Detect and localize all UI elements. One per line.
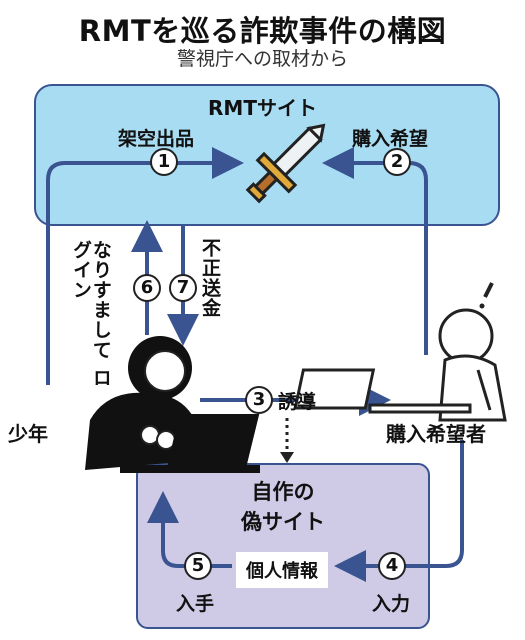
step-5-label: 入手 bbox=[176, 593, 215, 615]
step-2-label: 購入希望 bbox=[352, 128, 429, 150]
step-7-label: 不正送金 bbox=[198, 238, 221, 318]
sword-icon bbox=[245, 123, 326, 204]
arrow-step-2 bbox=[322, 147, 428, 355]
step-3-label: 誘導 bbox=[278, 391, 317, 413]
page-subtitle: 警視庁への取材から bbox=[176, 48, 348, 70]
step-4-number: 4 bbox=[378, 552, 406, 580]
fake-site-box bbox=[136, 463, 430, 629]
buyer-label: 購入希望者 bbox=[386, 422, 486, 446]
boy-label: 少年 bbox=[8, 422, 48, 446]
step-6-number: 6 bbox=[133, 274, 161, 302]
fake-site-label-line1: 自作の bbox=[251, 480, 315, 504]
step-1-number: 1 bbox=[150, 148, 178, 176]
arrow-step-1 bbox=[46, 147, 244, 385]
arrow-step-4 bbox=[334, 440, 464, 582]
step-4-label: 入力 bbox=[372, 593, 411, 615]
step-7-number: 7 bbox=[169, 274, 197, 302]
step-1-label: 架空出品 bbox=[118, 128, 195, 150]
personal-info-label: 個人情報 bbox=[236, 552, 328, 588]
step-3-number: 3 bbox=[245, 386, 273, 414]
fake-site-label-line2: 偽サイト bbox=[241, 510, 325, 534]
step-6-label: なりすまして ログイン bbox=[69, 240, 112, 388]
buyer-figure bbox=[293, 282, 507, 422]
boy-figure bbox=[85, 336, 260, 473]
page-title: RMTを巡る詐欺事件の構図 bbox=[78, 14, 447, 48]
step-2-number: 2 bbox=[383, 148, 411, 176]
arrow-step-5 bbox=[147, 491, 232, 568]
rmt-site-label: RMTサイト bbox=[208, 96, 317, 120]
step-5-number: 5 bbox=[184, 552, 212, 580]
